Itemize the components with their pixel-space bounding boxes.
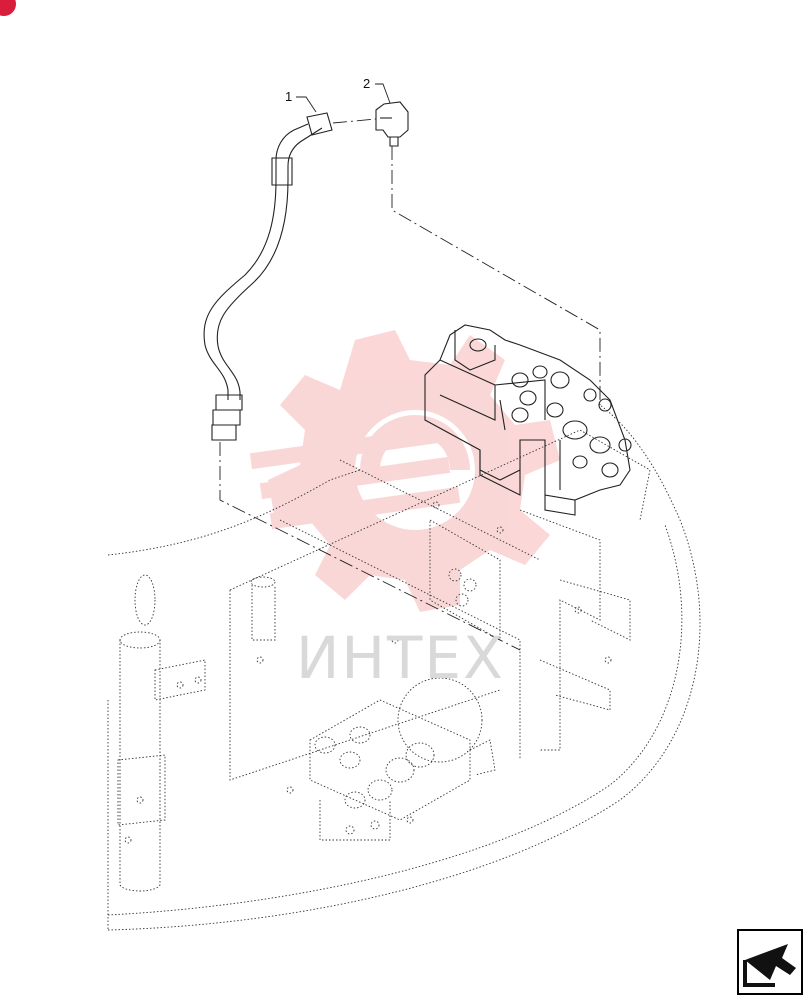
- hydraulic-hose: [203, 112, 333, 441]
- chassis-frame: [107, 404, 701, 931]
- watermark-text: ИНТЕХ: [296, 624, 505, 692]
- callout-label-1: 1: [285, 89, 292, 104]
- assembly-lines: [219, 118, 601, 651]
- callout-label-2: 2: [363, 76, 370, 91]
- watermark-gear-icon: [249, 330, 560, 612]
- pilot-valve-assembly: [309, 677, 496, 841]
- elbow-fitting: [375, 101, 409, 147]
- next-page-arrow-icon[interactable]: [737, 929, 803, 995]
- corner-badge: [0, 0, 16, 16]
- control-valve-block: [424, 324, 632, 516]
- callout-leaders: [296, 83, 391, 113]
